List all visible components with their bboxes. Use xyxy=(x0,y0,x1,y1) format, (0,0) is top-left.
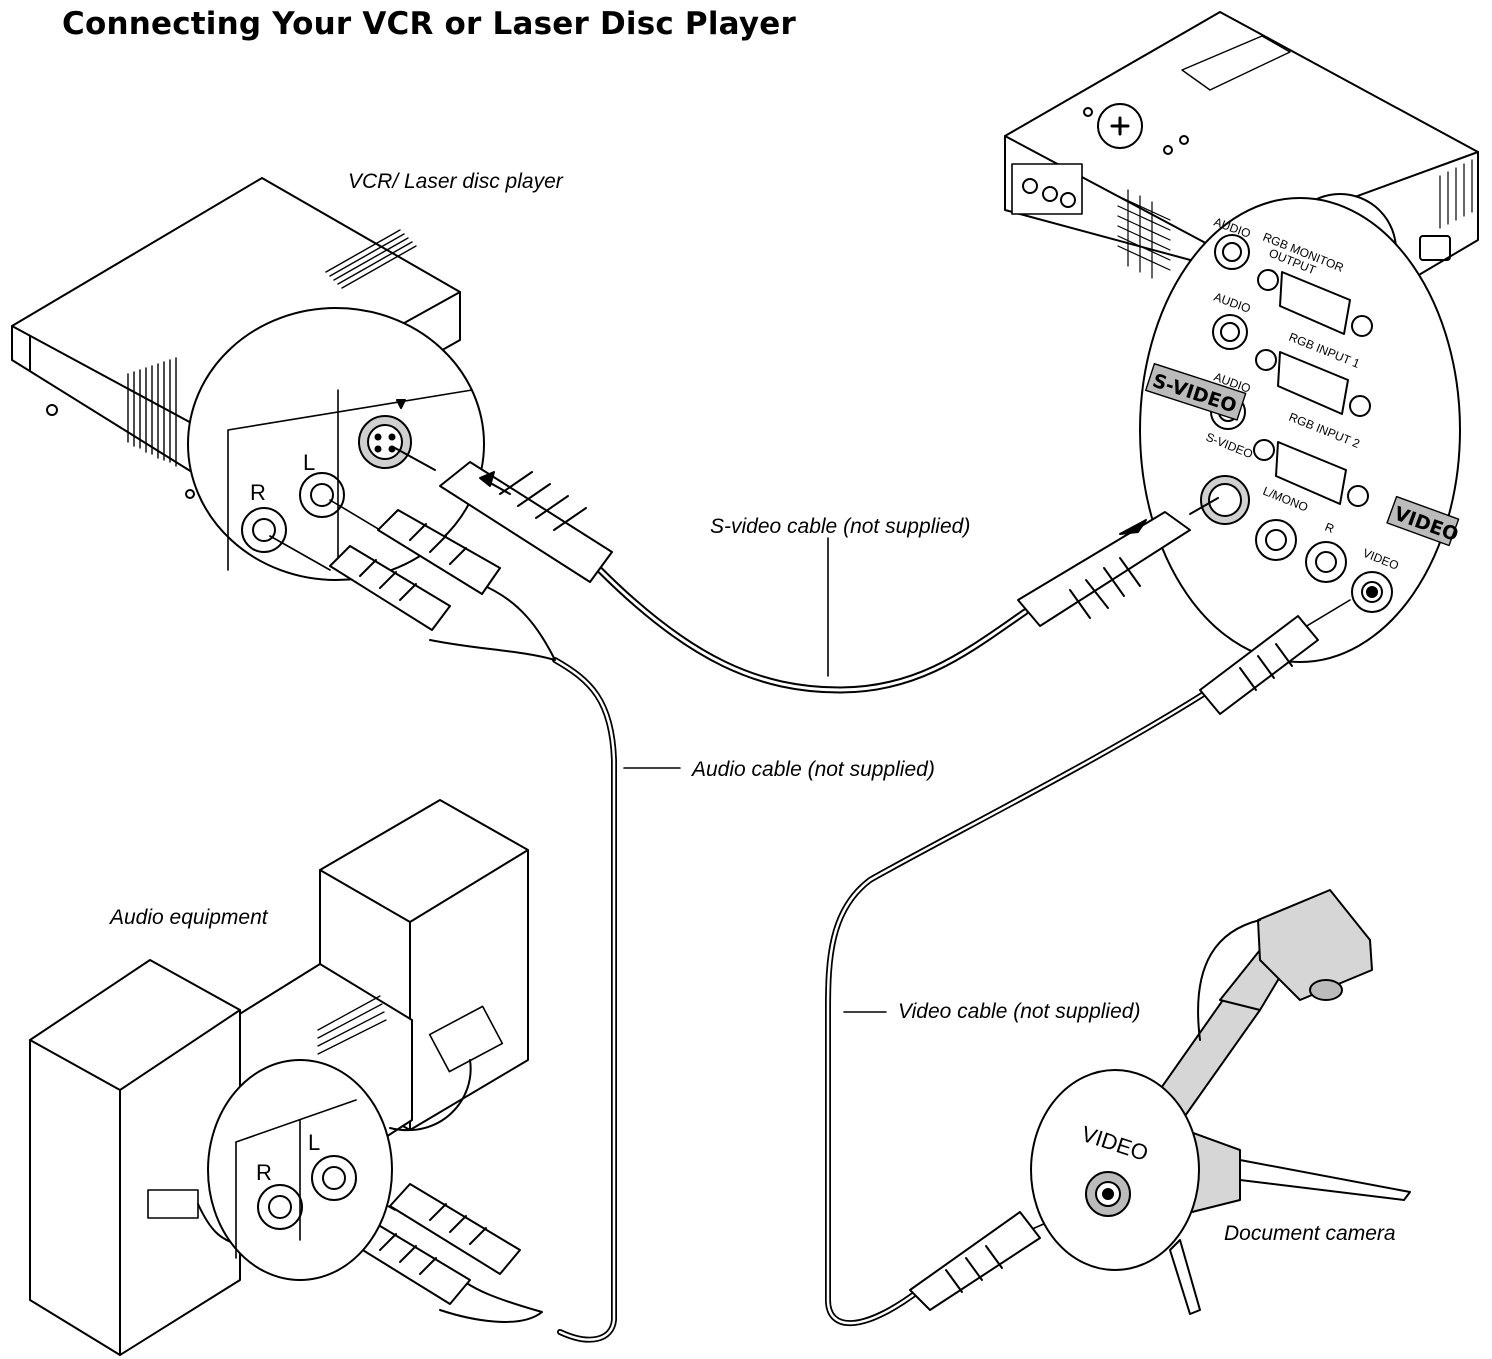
video-cable-label: Video cable (not supplied) xyxy=(898,1000,1140,1023)
speaker-left xyxy=(29,959,241,1356)
video-cable xyxy=(825,599,1351,1327)
projector-video-jack xyxy=(1351,571,1393,613)
projector-r-jack xyxy=(1305,541,1347,583)
audio-r-label: R xyxy=(256,1160,272,1185)
audio-r-jack xyxy=(257,1184,303,1230)
vcr-r-label: R xyxy=(250,480,266,505)
projector-side-vent xyxy=(1439,159,1473,229)
vcr-l-label: L xyxy=(303,450,315,475)
rgb-input-2-port xyxy=(1253,439,1369,507)
audio-l-jack xyxy=(311,1155,357,1201)
document-camera xyxy=(1030,889,1411,1315)
projector-l-mono-jack xyxy=(1255,519,1297,561)
audio-equipment xyxy=(29,799,529,1356)
vcr-label: VCR/ Laser disc player xyxy=(348,170,564,193)
rgb-monitor-output-port xyxy=(1257,269,1373,337)
vcr-insert-arrow xyxy=(394,447,511,495)
s-video-cable-label: S-video cable (not supplied) xyxy=(710,515,970,538)
vcr-r-jack xyxy=(241,507,287,553)
audio-equipment-label: Audio equipment xyxy=(108,906,269,929)
s-video-cable xyxy=(394,447,1219,694)
vcr-device xyxy=(11,177,485,581)
power-socket xyxy=(1419,235,1451,261)
audio-cable xyxy=(269,499,617,1343)
vcr-l-jack xyxy=(299,472,345,518)
projector-port-panel: AUDIO RGB MONITOR OUTPUT AUDIO RGB INPUT… xyxy=(1139,197,1461,663)
rgb-input-1-port xyxy=(1255,349,1371,417)
vcr-side-vent xyxy=(127,357,177,467)
document-camera-label: Document camera xyxy=(1224,1222,1396,1245)
projector-vent xyxy=(1117,189,1171,279)
projector-control-pad xyxy=(1097,103,1143,149)
audio-l-label: L xyxy=(308,1130,320,1155)
vcr-top-vent xyxy=(325,229,417,289)
audio-cable-label: Audio cable (not supplied) xyxy=(690,758,935,781)
projector-insert-arrow xyxy=(1119,497,1219,535)
camera-port-zoom xyxy=(1030,1069,1200,1271)
vcr-port-zoom xyxy=(187,307,485,581)
page-title: Connecting Your VCR or Laser Disc Player xyxy=(62,6,796,42)
